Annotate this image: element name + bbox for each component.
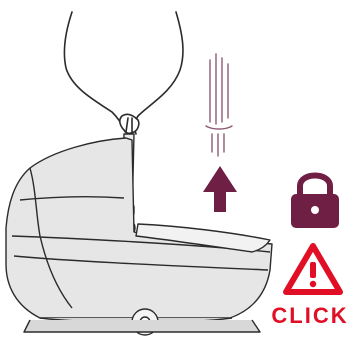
vertical-motion-lines-icon — [206, 54, 232, 156]
two-hands-icon — [64, 12, 183, 134]
warning-triangle-icon — [286, 246, 340, 292]
up-arrow-icon — [203, 166, 237, 212]
padlock-icon — [291, 176, 339, 229]
carrycot-body — [6, 138, 272, 335]
